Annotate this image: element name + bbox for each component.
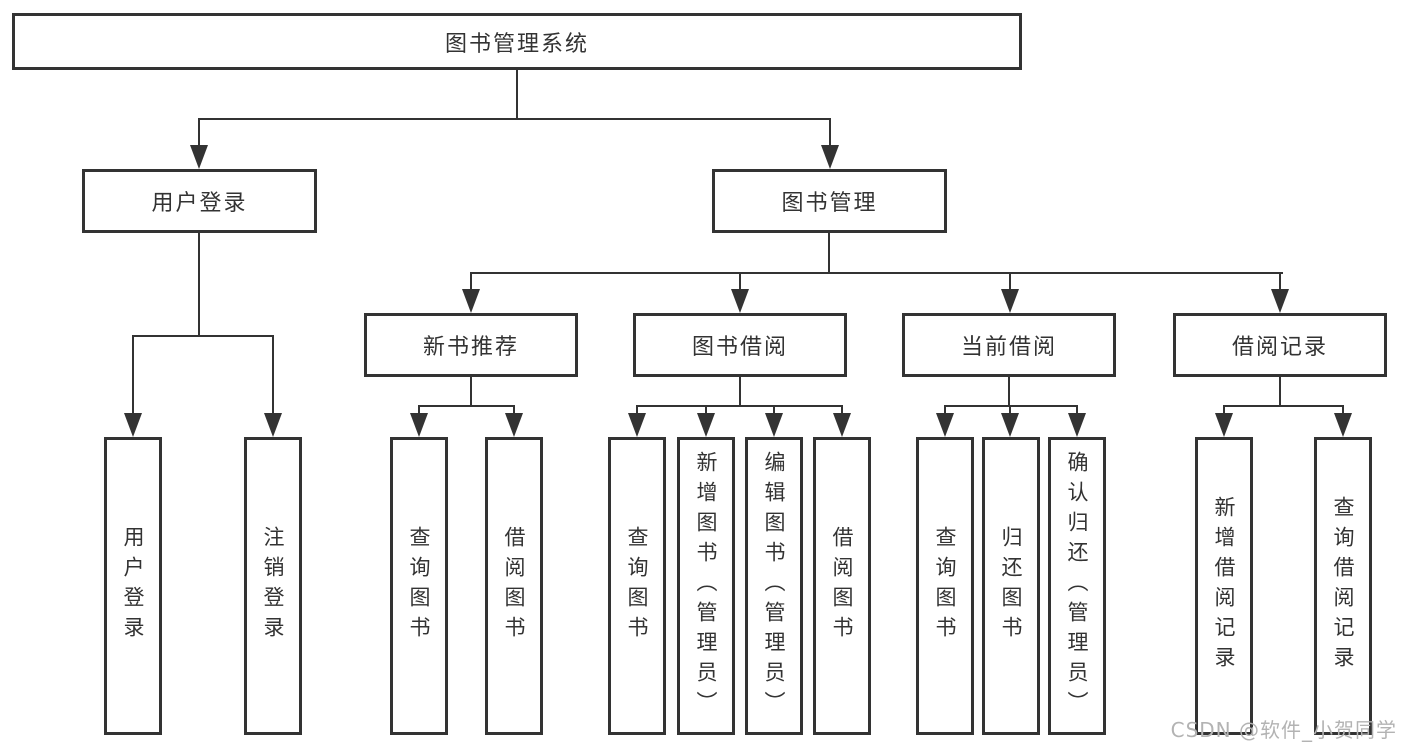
edge-book-mgmt-drop bbox=[470, 272, 472, 297]
leaf-query-books-borrowing: 查询图书 bbox=[608, 437, 666, 735]
leaf-query-borrow-record: 查询借阅记录 bbox=[1314, 437, 1372, 735]
leaf-user-login: 用户登录 bbox=[104, 437, 162, 735]
edge-current-split bbox=[944, 405, 1078, 407]
edge-root-split bbox=[198, 118, 831, 120]
arrow-down-icon bbox=[697, 413, 715, 437]
edge-records-split bbox=[1223, 405, 1344, 407]
edge-current-stem bbox=[1008, 377, 1010, 407]
leaf-edit-books-admin: 编辑图书（管理员） bbox=[745, 437, 803, 735]
arrow-down-icon bbox=[628, 413, 646, 437]
edge-user-login-drop bbox=[272, 335, 274, 420]
leaf-borrow-books-borrowing: 借阅图书 bbox=[813, 437, 871, 735]
edge-book-mgmt-split bbox=[470, 272, 1283, 274]
arrow-down-icon bbox=[462, 289, 480, 313]
node-book-management: 图书管理 bbox=[712, 169, 947, 233]
leaf-add-borrow-record: 新增借阅记录 bbox=[1195, 437, 1253, 735]
node-user-login: 用户登录 bbox=[82, 169, 317, 233]
node-new-book-recommendation: 新书推荐 bbox=[364, 313, 578, 377]
leaf-add-books-admin: 新增图书（管理员） bbox=[677, 437, 735, 735]
edge-root-stem bbox=[516, 70, 518, 119]
edge-new-book-stem bbox=[470, 377, 472, 407]
leaf-query-books-recommend: 查询图书 bbox=[390, 437, 448, 735]
arrow-down-icon bbox=[1215, 413, 1233, 437]
leaf-confirm-return-admin: 确认归还（管理员） bbox=[1048, 437, 1106, 735]
edge-borrowing-split bbox=[636, 405, 843, 407]
csdn-watermark: CSDN @软件_小贺同学 bbox=[1170, 718, 1397, 742]
leaf-logout: 注销登录 bbox=[244, 437, 302, 735]
arrow-down-icon bbox=[505, 413, 523, 437]
arrow-down-icon bbox=[124, 413, 142, 437]
edge-user-login-stem bbox=[198, 233, 200, 337]
arrow-down-icon bbox=[731, 289, 749, 313]
edge-user-login-drop bbox=[132, 335, 134, 420]
node-current-borrowing: 当前借阅 bbox=[902, 313, 1116, 377]
node-book-borrowing: 图书借阅 bbox=[633, 313, 847, 377]
arrow-down-icon bbox=[1271, 289, 1289, 313]
arrow-down-icon bbox=[821, 145, 839, 169]
edge-book-mgmt-drop bbox=[1279, 272, 1281, 297]
leaf-query-books-current: 查询图书 bbox=[916, 437, 974, 735]
arrow-down-icon bbox=[1001, 413, 1019, 437]
arrow-down-icon bbox=[936, 413, 954, 437]
arrow-down-icon bbox=[833, 413, 851, 437]
edge-book-mgmt-drop bbox=[739, 272, 741, 297]
node-borrowing-records: 借阅记录 bbox=[1173, 313, 1387, 377]
leaf-return-books: 归还图书 bbox=[982, 437, 1040, 735]
arrow-down-icon bbox=[190, 145, 208, 169]
edge-borrowing-stem bbox=[739, 377, 741, 407]
edge-book-mgmt-stem bbox=[828, 233, 830, 274]
edge-new-book-split bbox=[418, 405, 515, 407]
arrow-down-icon bbox=[1334, 413, 1352, 437]
edge-book-mgmt-drop bbox=[1009, 272, 1011, 297]
arrow-down-icon bbox=[264, 413, 282, 437]
edge-root-drop-left bbox=[198, 118, 200, 148]
edge-root-drop-right bbox=[829, 118, 831, 148]
arrow-down-icon bbox=[765, 413, 783, 437]
edge-user-login-split bbox=[132, 335, 274, 337]
node-library-management-system: 图书管理系统 bbox=[12, 13, 1022, 70]
arrow-down-icon bbox=[410, 413, 428, 437]
arrow-down-icon bbox=[1001, 289, 1019, 313]
leaf-borrow-books-recommend: 借阅图书 bbox=[485, 437, 543, 735]
edge-records-stem bbox=[1279, 377, 1281, 407]
arrow-down-icon bbox=[1068, 413, 1086, 437]
